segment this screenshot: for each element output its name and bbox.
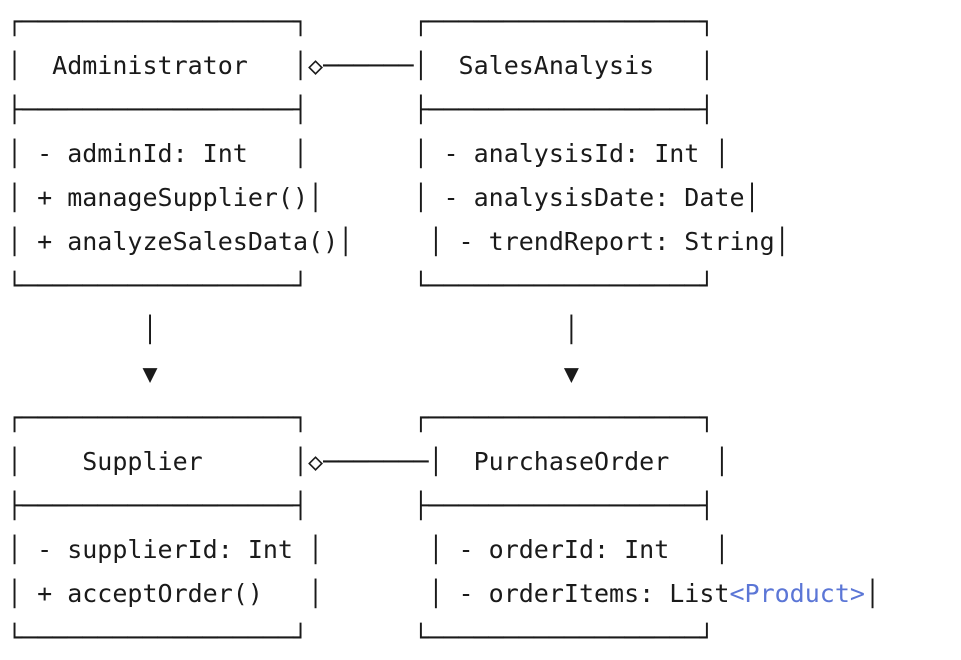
line-4: │ - adminId: Int │ │ - analysisId: Int │ (7, 139, 730, 168)
line-5: │ + manageSupplier()│ │ - analysisDate: … (7, 183, 760, 212)
line-11-supplier-purchaseorder: │ Supplier │◇───────│ PurchaseOrder │ (7, 447, 730, 476)
line-13: │ - supplierId: Int │ │ - orderId: Int │ (7, 535, 730, 564)
line-15: └──────────────────┘ └──────────────────… (7, 623, 715, 652)
line-1: ┌──────────────────┐ ┌──────────────────… (7, 7, 715, 36)
line-2-administrator-salesanalysis: │ Administrator │◇──────│ SalesAnalysis … (7, 51, 715, 80)
uml-ascii-diagram: ┌──────────────────┐ ┌──────────────────… (7, 0, 880, 660)
line-6: │ + analyzeSalesData()│ │ - trendReport:… (7, 227, 790, 256)
line-9-arrows: ▼ ▼ (7, 359, 579, 388)
line-3: ├──────────────────┤ ├──────────────────… (7, 95, 715, 124)
line-14-tail: │ (864, 579, 880, 608)
line-10: ┌──────────────────┐ ┌──────────────────… (7, 403, 715, 432)
line-14-orderitems: │ + acceptOrder() │ │ - orderItems: List… (7, 579, 880, 608)
line-8-connector: │ │ (7, 315, 579, 344)
line-12: ├──────────────────┤ ├──────────────────… (7, 491, 715, 520)
line-14-text: │ + acceptOrder() │ │ - orderItems: List (7, 579, 730, 608)
generic-type-product: <Product> (729, 579, 865, 608)
line-7: └──────────────────┘ └──────────────────… (7, 271, 715, 300)
